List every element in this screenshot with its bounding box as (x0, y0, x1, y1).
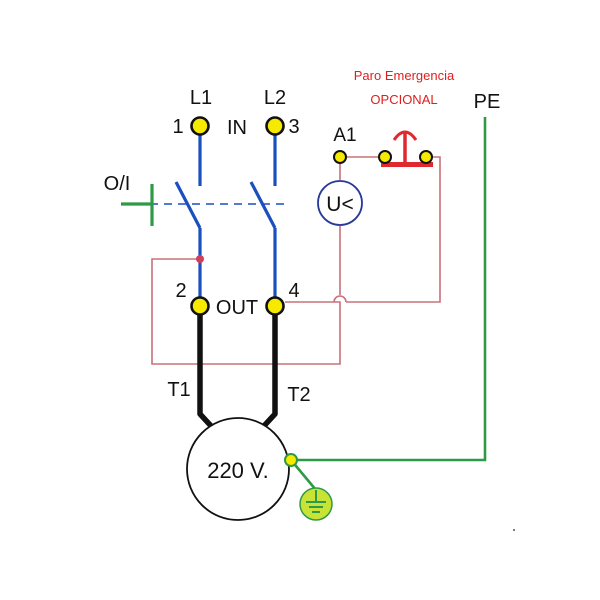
terminals (190, 116, 285, 316)
label-t1: T1 (167, 379, 190, 401)
terminal-1 (190, 116, 210, 136)
emergency-stop-button[interactable] (378, 130, 433, 167)
t1-cable (197, 312, 215, 429)
emergency-terminal-left (378, 150, 392, 164)
terminal-3 (265, 116, 285, 136)
oi-switch-handle[interactable] (121, 184, 154, 226)
label-emergency-line1: Paro Emergencia (354, 68, 455, 83)
label-a1: A1 (333, 125, 356, 146)
label-pe: PE (474, 91, 501, 113)
label-oi: O/I (104, 173, 131, 195)
motor (186, 417, 290, 521)
motor-cables (197, 312, 278, 429)
stray-mark (513, 529, 515, 531)
l1-blade (174, 181, 202, 229)
l2-blade (249, 181, 277, 229)
pe-wire (291, 117, 487, 462)
emergency-base (381, 162, 433, 167)
motor-ground-terminal (284, 453, 298, 467)
undervoltage-label: U< (326, 193, 353, 216)
label-terminal-4: 4 (288, 280, 299, 302)
t2-cable (260, 312, 278, 429)
junction-dot (196, 255, 204, 263)
bridge-crossover (333, 295, 347, 303)
label-l2: L2 (264, 87, 286, 109)
label-l1: L1 (190, 87, 212, 109)
label-t2: T2 (287, 384, 310, 406)
control-wiring (151, 156, 441, 365)
terminal-2 (190, 296, 210, 316)
label-out: OUT (216, 297, 258, 319)
undervoltage-coil (317, 180, 363, 226)
label-terminal-2: 2 (175, 280, 186, 302)
label-emergency-line2: OPCIONAL (370, 92, 437, 107)
label-in: IN (227, 117, 247, 139)
terminal-4 (265, 296, 285, 316)
label-terminal-3: 3 (288, 116, 299, 138)
control-loop-wire (151, 258, 341, 365)
phase-wiring (174, 134, 277, 300)
terminal-a1 (333, 150, 347, 164)
ground-symbol-icon (299, 487, 333, 521)
return-wire (346, 156, 441, 303)
motor-label: 220 V. (207, 458, 269, 483)
label-terminal-1: 1 (172, 116, 183, 138)
emergency-terminal-right (419, 150, 433, 164)
ground-wiring (290, 117, 487, 491)
